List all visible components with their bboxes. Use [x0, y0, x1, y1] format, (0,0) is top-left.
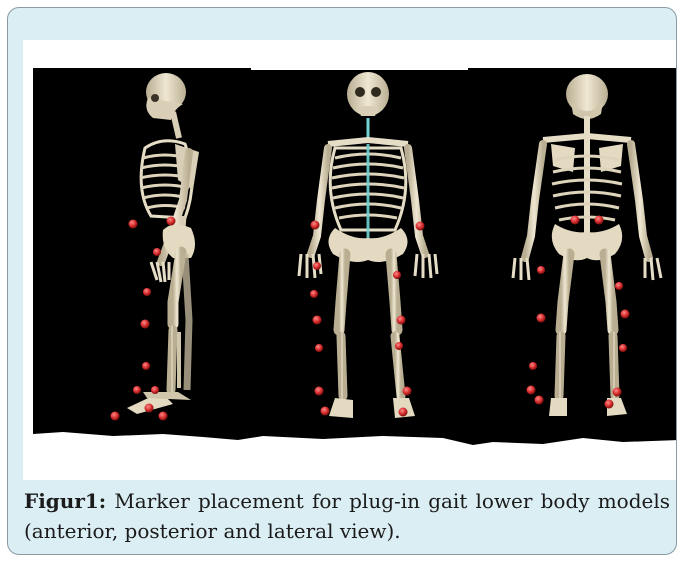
skeleton-marker-image: [23, 40, 677, 480]
figure-frame: Figur1: Marker placement for plug-in gai…: [7, 7, 677, 555]
figure-image-panel: [23, 40, 677, 480]
caption-label: Figur1:: [24, 489, 106, 513]
caption-text: Marker placement for plug-in gait lower …: [24, 489, 670, 543]
figure-caption: Figur1: Marker placement for plug-in gai…: [24, 486, 670, 546]
